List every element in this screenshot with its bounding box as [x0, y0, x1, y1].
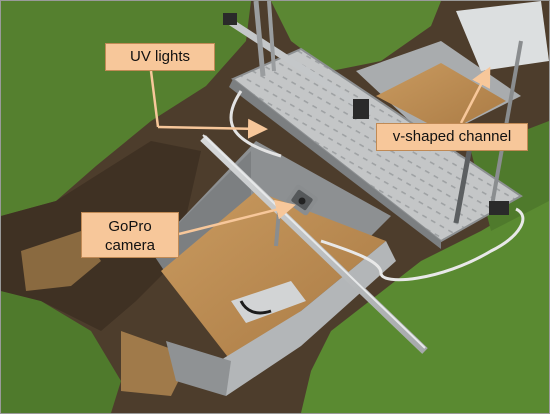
cable-sensor — [239, 300, 272, 315]
grass-left-lower — [1, 291, 121, 413]
cable-camera — [320, 207, 525, 282]
grass-bottom-right — [301, 191, 549, 413]
clamp-plate-left — [353, 99, 369, 119]
upper-rail — [224, 16, 373, 116]
gopro-camera-label: GoPro camera — [81, 212, 179, 258]
camera-rail-highlight — [202, 134, 426, 349]
box-outlet — [166, 341, 231, 396]
vertical-post-right — [267, 1, 276, 72]
gopro-text-line2: camera — [104, 237, 156, 254]
box-water — [161, 191, 386, 361]
box-inner-step — [231, 281, 306, 323]
camera-rail — [200, 135, 428, 354]
v-channel-text: v-shaped channel — [392, 128, 512, 145]
uv-lights-arrow-tip — [157, 118, 268, 139]
clamp-top — [223, 13, 237, 25]
gopro-arrow — [178, 199, 296, 236]
uv-light-plate-edge — [229, 79, 441, 249]
gopro-text-line1: GoPro — [108, 218, 152, 235]
grass-top-middle — [271, 1, 441, 71]
uv-lights-label: UV lights — [105, 43, 215, 71]
clamp-plate-right — [489, 201, 509, 215]
uv-lights-text: UV lights — [129, 48, 191, 65]
right-support-leg — [453, 140, 474, 224]
vertical-post-left — [253, 1, 266, 77]
v-channel-shield — [456, 1, 549, 71]
v-channel-label: v-shaped channel — [376, 123, 528, 151]
v-channel-water — [376, 63, 506, 133]
uv-lights-arrow — [149, 70, 160, 128]
ditch-water-front — [121, 331, 191, 396]
v-channel-arrow — [459, 66, 491, 124]
gopro-lens — [298, 197, 306, 205]
